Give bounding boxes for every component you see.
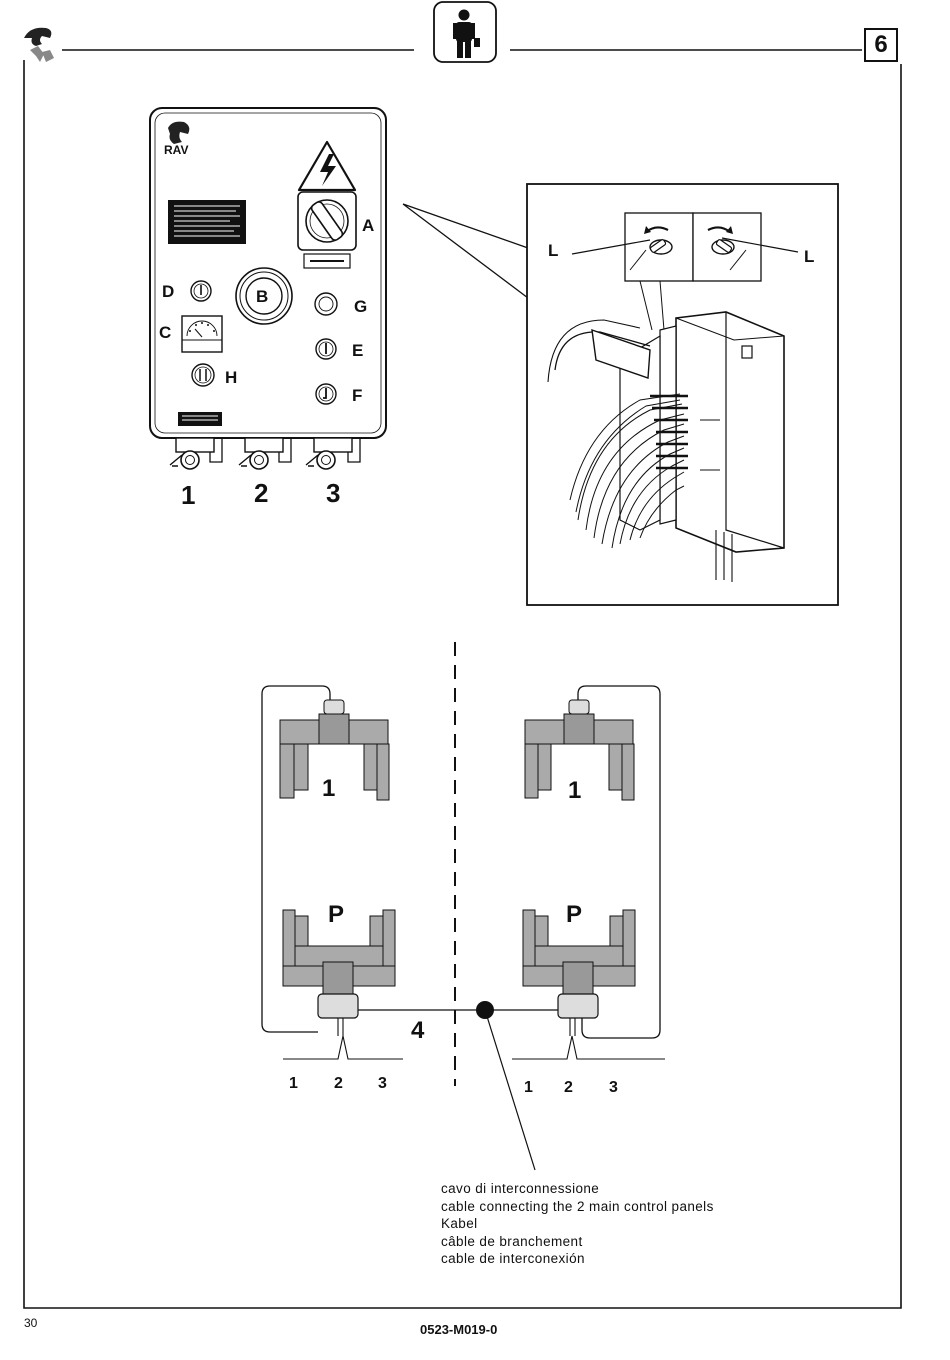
detail-view: L L [527,184,838,605]
caption-line-it: cavo di interconnessione [441,1180,714,1198]
rav-logo-icon [24,28,54,62]
right-terminal-3: 3 [609,1079,618,1096]
label-L-left: L [548,241,558,260]
left-column: 1 P 1 2 3 [262,686,403,1092]
right-terminal-1: 1 [524,1079,533,1096]
right-column: 1 P 1 2 3 [512,686,665,1096]
schematic: 1 P 1 2 3 [262,642,665,1170]
panel-brand: RAV [164,143,188,157]
section-number-badge: 6 [864,28,898,62]
caption-line-de: Kabel [441,1215,714,1233]
left-unit-bottom-label: P [328,901,344,928]
right-terminal-bracket [512,1036,665,1059]
label-C: C [159,323,171,342]
label-L-right: L [804,247,814,266]
button-F [316,384,336,404]
left-terminal-2: 2 [334,1075,343,1092]
left-terminal-3: 3 [378,1075,387,1092]
lamp-G [315,293,337,315]
cable-caption: cavo di interconnessione cable connectin… [441,1180,714,1268]
connector-1 [170,438,222,469]
label-A: A [362,216,374,235]
selector-H [192,364,214,386]
small-plate [178,412,222,426]
label-G: G [354,297,367,316]
connector-3 [306,438,360,469]
left-unit-top-label: 1 [322,775,335,802]
right-terminal-2: 2 [564,1079,573,1096]
detail-leader [403,204,528,298]
connector-label-2: 2 [254,478,268,508]
label-B: B [256,287,268,306]
cable-number-label: 4 [411,1017,425,1044]
right-unit-top-label: 1 [568,777,581,804]
connector-label-1: 1 [181,480,195,510]
operator-person-icon [434,2,496,62]
document-code: 0523-M019-0 [420,1322,497,1337]
right-tail [570,1018,575,1036]
label-D: D [162,282,174,301]
caption-line-fr: câble de branchement [441,1233,714,1251]
control-panel: RAV A [150,108,386,510]
caption-line-en: cable connecting the 2 main control pane… [441,1198,714,1216]
label-F: F [352,386,362,405]
right-unit-bottom-label: P [566,901,582,928]
label-E: E [352,341,363,360]
connector-2 [239,438,291,469]
connector-label-3: 3 [326,478,340,508]
rating-plate [168,200,246,244]
gauge-C [182,316,222,352]
indicator-D [191,281,211,301]
main-switch-icon [298,192,356,268]
caption-line-es: cable de interconexión [441,1250,714,1268]
left-terminal-1: 1 [289,1075,298,1092]
page-number: 30 [24,1316,37,1330]
button-E [316,339,336,359]
label-H: H [225,368,237,387]
left-tail [338,1018,343,1036]
left-terminal-bracket [283,1036,403,1059]
